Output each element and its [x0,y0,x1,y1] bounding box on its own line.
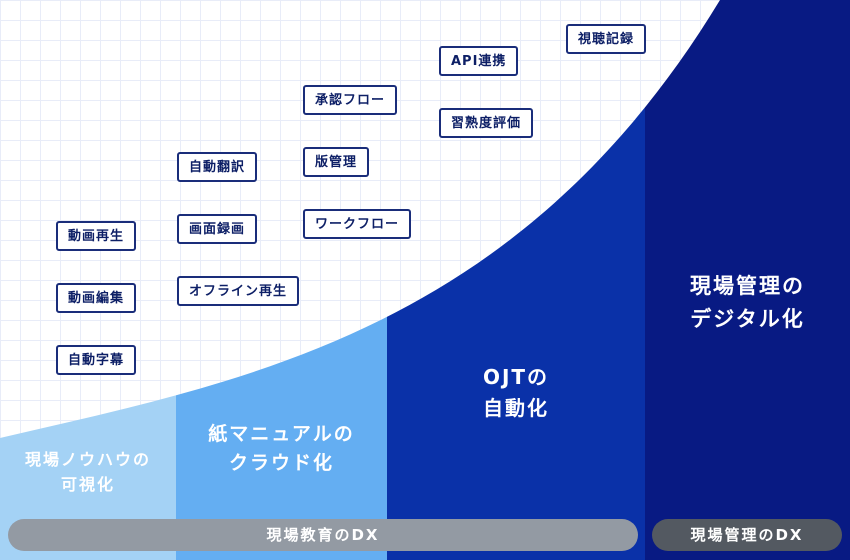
tag-workflow: ワークフロー [303,209,412,239]
band-ojt [387,0,645,560]
tag-video-editing: 動画編集 [56,283,137,313]
tag-approval-flow: 承認フロー [303,85,398,115]
stage-label-knowhow: 現場ノウハウの 可視化 [24,450,151,494]
footer-management-dx: 現場管理のDX [652,519,842,551]
footer-education-dx: 現場教育のDX [8,519,638,551]
tag-version-control: 版管理 [303,147,370,177]
tag-video-playback: 動画再生 [56,221,137,251]
tag-api-integration: API連携 [439,46,519,76]
tag-screen-recording: 画面録画 [177,214,258,244]
tag-offline-playback: オフライン再生 [177,276,300,306]
tag-proficiency-evaluation: 習熟度評価 [439,108,534,138]
tag-auto-translation: 自動翻訳 [177,152,258,182]
stage-label-ojt: OJTの 自動化 [482,365,550,420]
tag-viewing-records: 視聴記録 [566,24,647,54]
tag-auto-subtitles: 自動字幕 [56,345,137,375]
band-management [645,0,850,560]
stage-label-management: 現場管理の デジタル化 [690,274,805,331]
stage-label-manual: 紙マニュアルの クラウド化 [208,423,355,475]
